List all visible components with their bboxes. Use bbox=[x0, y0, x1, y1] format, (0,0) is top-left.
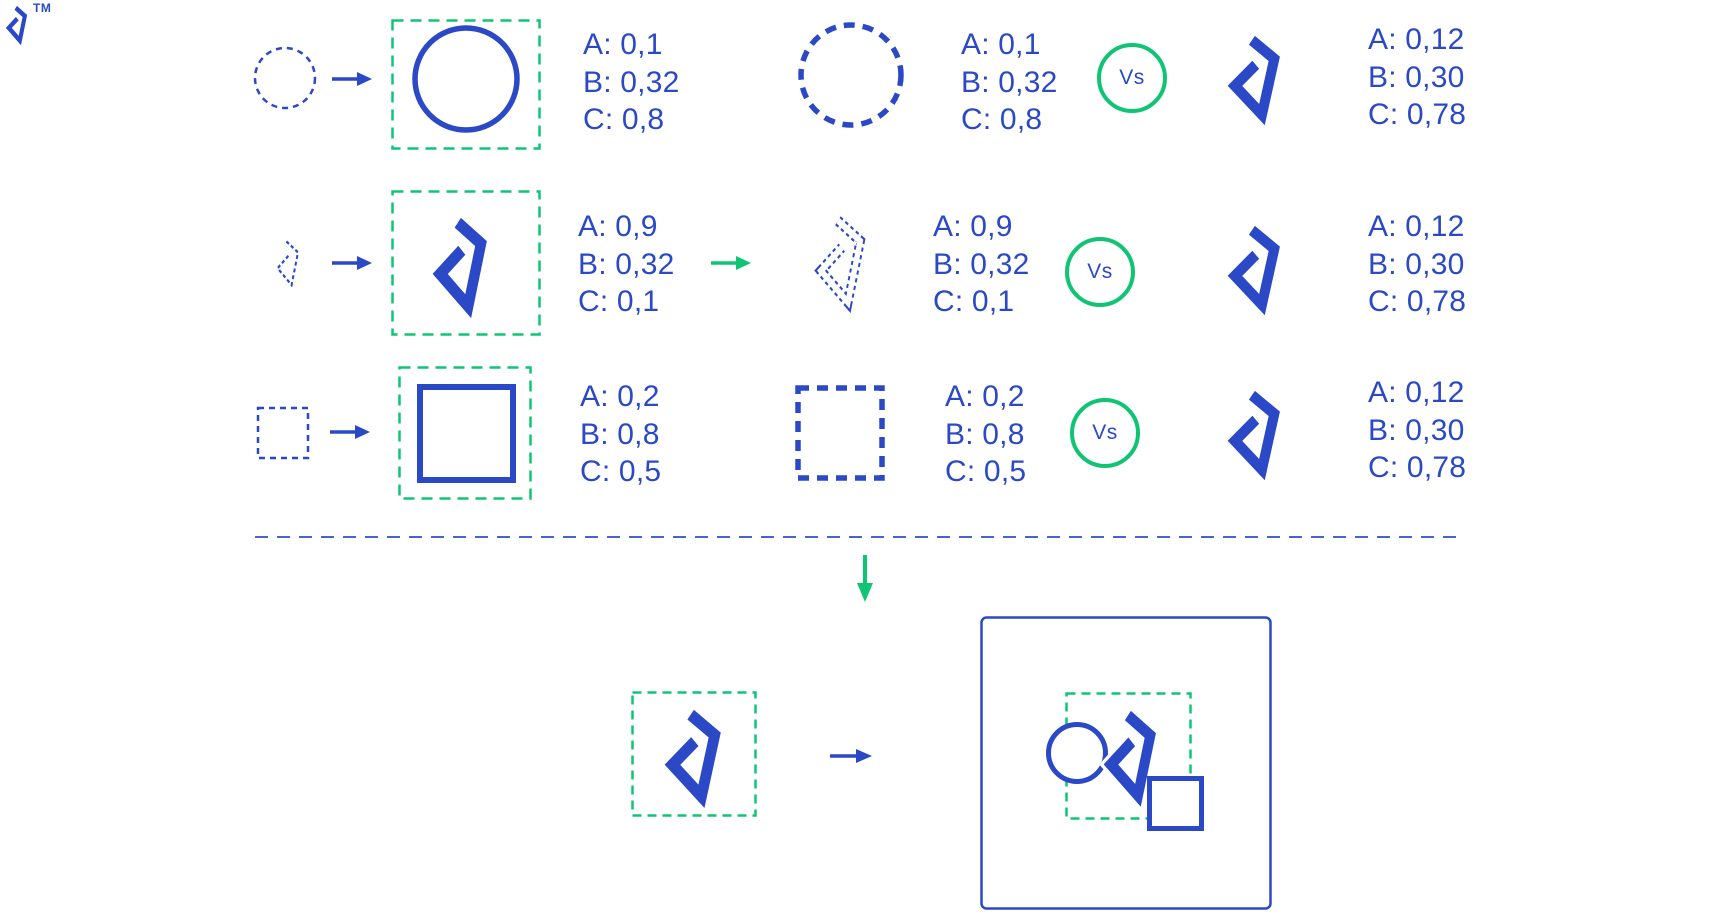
trademark-label: TM bbox=[33, 1, 52, 15]
row2-selection-box bbox=[391, 190, 541, 336]
row2-logo-metrics: A: 0,12 B: 0,30 C: 0,78 bbox=[1368, 210, 1467, 318]
row3-target-dashed-square-icon bbox=[795, 385, 885, 481]
row3-logo-mark-icon bbox=[1228, 391, 1282, 473]
row3-vs-badge: Vs bbox=[1070, 398, 1140, 468]
composition-square-icon bbox=[1147, 776, 1204, 831]
row3-generated-metrics: A: 0,2 B: 0,8 C: 0,5 bbox=[580, 380, 662, 488]
section-divider bbox=[255, 536, 1465, 538]
row3-generated-square-icon bbox=[417, 384, 516, 483]
row2-target-metrics: A: 0,9 B: 0,32 C: 0,1 bbox=[933, 210, 1030, 318]
row1-target-metrics: A: 0,1 B: 0,32 C: 0,8 bbox=[961, 28, 1058, 136]
row2-vs-badge: Vs bbox=[1065, 237, 1135, 307]
row1-logo-mark-icon bbox=[1228, 36, 1282, 118]
row1-generated-metrics: A: 0,1 B: 0,32 C: 0,8 bbox=[583, 28, 680, 136]
row1-generated-circle-icon bbox=[412, 25, 520, 133]
composition-frame bbox=[980, 616, 1272, 910]
row2-arrow-right-icon bbox=[332, 256, 372, 270]
row1-arrow-right-icon bbox=[332, 72, 372, 86]
row3-arrow-right-icon bbox=[330, 425, 370, 439]
row1-seed-dashed-circle-icon bbox=[253, 46, 317, 110]
arrow-down-green-icon bbox=[857, 555, 873, 602]
row2-generated-logo-icon bbox=[433, 218, 489, 310]
bottom-logo-icon bbox=[665, 710, 723, 800]
bottom-arrow-right-icon bbox=[830, 749, 872, 763]
bottom-selection-box bbox=[631, 691, 757, 817]
row3-logo-metrics: A: 0,12 B: 0,30 C: 0,78 bbox=[1368, 376, 1467, 484]
row3-target-metrics: A: 0,2 B: 0,8 C: 0,5 bbox=[945, 380, 1027, 488]
row2-generated-metrics: A: 0,9 B: 0,32 C: 0,1 bbox=[578, 210, 675, 318]
row2-arrow-green-icon bbox=[711, 256, 751, 270]
row2-logo-mark-icon bbox=[1228, 226, 1282, 308]
brand-logo-icon bbox=[6, 6, 28, 42]
row3-seed-dashed-square-icon bbox=[256, 406, 310, 460]
row1-vs-badge: Vs bbox=[1097, 43, 1167, 113]
composition-circle-icon bbox=[1046, 722, 1108, 784]
row1-target-dashed-circle-icon bbox=[798, 22, 904, 128]
row2-seed-dashed-logo-icon bbox=[276, 240, 300, 287]
row1-selection-box bbox=[391, 19, 541, 150]
row2-target-dashed-logo-icon bbox=[814, 216, 868, 306]
row3-selection-box bbox=[398, 366, 532, 500]
row1-logo-metrics: A: 0,12 B: 0,30 C: 0,78 bbox=[1368, 23, 1467, 131]
